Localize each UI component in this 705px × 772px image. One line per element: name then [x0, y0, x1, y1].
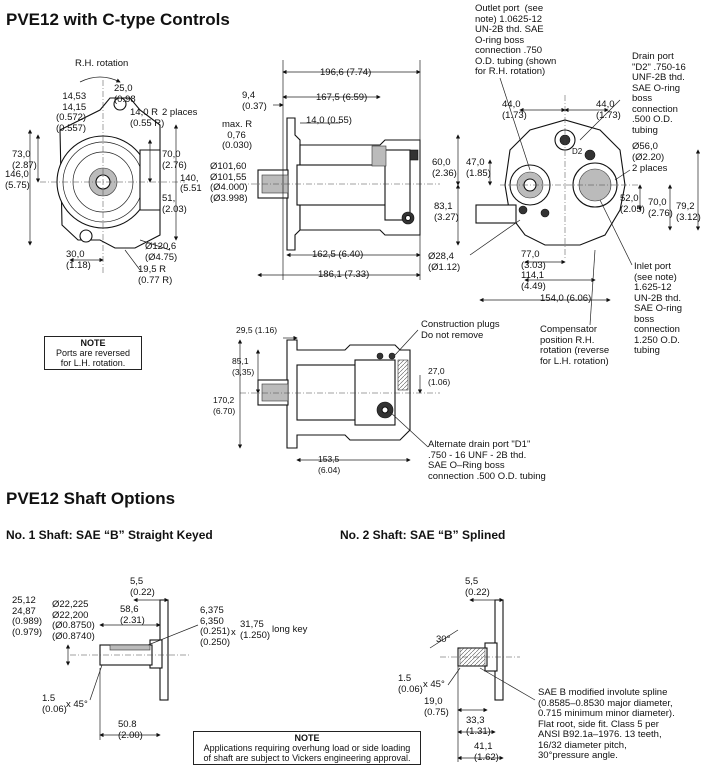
dim-30: 30,0 (1.18)	[66, 249, 91, 271]
shaft2-dim-19: 19,0 (0.75)	[424, 696, 449, 718]
compensator-label: Compensator position R.H. rotation (reve…	[540, 324, 610, 367]
dim-44b: 44,0 (1.73)	[596, 99, 621, 121]
shaft1-dim-50: 50.8 (2.00)	[118, 719, 143, 741]
note1-title: NOTE	[80, 338, 106, 348]
dim-51: 51, (2.03)	[162, 193, 187, 215]
spline-spec: SAE B modified involute spline (0.8585–0…	[538, 687, 675, 761]
shaft2-title: No. 2 Shaft: SAE “B” Splined	[340, 528, 506, 542]
dim-85: 85,1 (3,35)	[232, 356, 255, 377]
note2-title: NOTE	[294, 733, 320, 743]
dim-r19: 19,5 R (0.77 R)	[138, 264, 173, 286]
note-overhung-load: NOTE Applications requiring overhung loa…	[193, 731, 421, 765]
dim-167: 167,5 (6.59)	[316, 92, 368, 103]
shaft2-dim-33: 33,3 (1.31)	[466, 715, 491, 737]
shaft1-title: No. 1 Shaft: SAE “B” Straight Keyed	[6, 528, 213, 542]
shaft1-chamfer: 1.5 (0.06)	[42, 693, 67, 715]
dim-120: Ø120,6 (Ø4.75)	[145, 241, 178, 263]
shaft2-angle-30: 30°	[436, 634, 451, 645]
shaft2-x45: x 45°	[423, 679, 445, 690]
shaft2-drawing	[429, 597, 536, 762]
dim-70-port: 70,0 (2.76)	[648, 197, 673, 219]
dim-162: 162,5 (6.40)	[312, 249, 364, 260]
dim-44a: 44,0 (1.73)	[502, 99, 527, 121]
note1-text: Ports are reversed for L.H. rotation.	[55, 348, 131, 368]
dim-dia28: Ø28,4 (Ø1.12)	[428, 251, 461, 273]
dim-9-4: 9,4 (0.37)	[242, 90, 267, 112]
dim-dia56: Ø56,0 (Ø2.20)	[632, 141, 665, 163]
front-view	[27, 76, 185, 275]
dim-146: 146,0 (5.75)	[5, 169, 30, 191]
shaft1-x45: x 45°	[66, 699, 88, 710]
dim-153: 153,5 (6.04)	[318, 454, 341, 475]
shaft2-dim-5-5: 5,5 (0.22)	[465, 576, 490, 598]
dim-73: 73,0 (2.87)	[12, 149, 37, 171]
note-ports-reversed: NOTE Ports are reversed for L.H. rotatio…	[44, 336, 142, 370]
shaft1-dim-5-5: 5,5 (0.22)	[130, 576, 155, 598]
shaft-options-title: PVE12 Shaft Options	[6, 489, 176, 508]
dim-14-53: 14,53 14,15 (0.572) (0.557)	[56, 91, 87, 134]
main-title: PVE12 with C-type Controls	[6, 10, 230, 29]
dim-47: 47,0 (1.85)	[466, 157, 491, 179]
shaft1-key-width: 6,375 6,350 (0.251) (0.250)	[200, 605, 231, 648]
dim-551: (5.51	[180, 183, 202, 194]
shaft2-dim-41: 41,1 (1.62)	[474, 741, 499, 763]
dim-60: 60,0 (2.36)	[432, 157, 457, 179]
dim-25: 25,0 (0.98	[114, 83, 136, 105]
dim-29-5: 29,5 (1.16)	[236, 325, 278, 335]
bottom-view	[237, 329, 440, 463]
shaft1-drawing	[65, 597, 199, 740]
drain-port-label: Drain port "D2" .750-16 UNF-2B thd. SAE …	[632, 51, 686, 136]
note2-text: Applications requiring overhung load or …	[203, 743, 411, 763]
dim-52: 52,0 (2.05)	[620, 193, 645, 215]
d2-marker: D2	[572, 147, 583, 156]
dim-170: 170,2 (6.70)	[213, 395, 236, 416]
side-view	[240, 60, 440, 280]
dim-max-r: max. R 0,76 (0.030)	[222, 119, 253, 151]
shaft1-dim-58: 58,6 (2.31)	[120, 604, 145, 626]
port-view	[455, 77, 701, 326]
dim-14-0: 14,0 (0.55)	[306, 115, 352, 126]
dim-196: 196,6 (7.74)	[320, 67, 372, 78]
dim-79: 79,2 (3.12)	[676, 201, 701, 223]
dim-77: 77,0 (3.03)	[521, 249, 546, 271]
dim-140: 140,	[180, 173, 199, 184]
shaft1-dim-25: 25,12 24,87 (0.989) (0.979)	[12, 595, 43, 638]
dim-186: 186,1 (7.33)	[318, 269, 370, 280]
alternate-drain-label: Alternate drain port "D1" .750 - 16 UNF …	[428, 439, 546, 482]
dim-83: 83,1 (3.27)	[434, 201, 459, 223]
shaft1-long-key: long key	[272, 624, 308, 635]
dim-114: 114,1 (4.49)	[521, 270, 546, 292]
dim-r14: 14,0 R (0.55 R)	[130, 107, 165, 129]
rh-rotation-label: R.H. rotation	[75, 58, 129, 69]
dim-27: 27,0 (1.06)	[428, 366, 451, 387]
dim-70: 70,0 (2.76)	[162, 149, 187, 171]
dim-dia101: Ø101,60 Ø101,55 (Ø4.000) (Ø3.998)	[210, 161, 248, 204]
two-places-port-label: 2 places	[632, 163, 668, 174]
shaft1-dim-31: 31,75 (1.250)	[240, 619, 271, 641]
inlet-port-label: Inlet port (see note) 1.625-12 UN-2B thd…	[634, 261, 683, 356]
shaft1-dim-dia22: Ø22,225 Ø22,200 (Ø0.8750) (Ø0.8740)	[52, 599, 95, 642]
construction-plugs-label: Construction plugs Do not remove	[421, 319, 500, 341]
outlet-port-label: Outlet port (see note) 1.0625-12 UN-2B t…	[475, 3, 557, 77]
dim-154: 154,0 (6.06)	[540, 293, 592, 304]
two-places-label: 2 places	[162, 107, 198, 118]
shaft2-chamfer: 1.5 (0.06)	[398, 673, 423, 695]
shaft1-x: x	[231, 627, 236, 638]
